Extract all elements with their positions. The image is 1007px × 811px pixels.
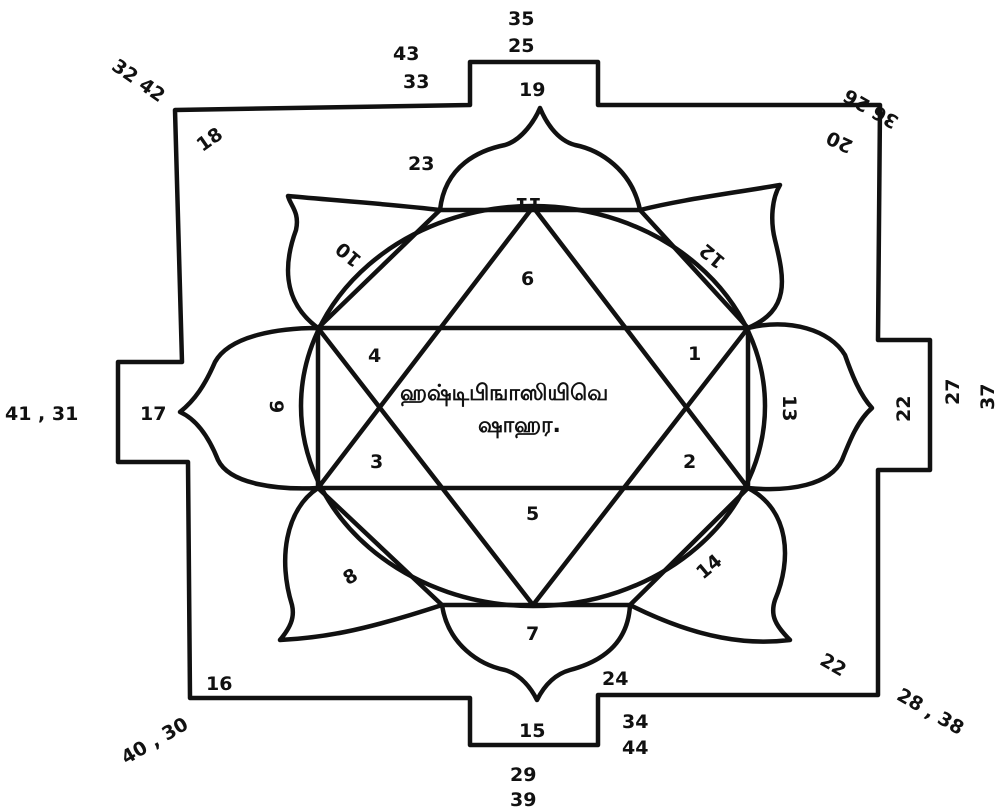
label-top-outer-a: 35 (508, 8, 534, 30)
label-top-outer-b: 25 (508, 35, 534, 57)
label-bottom-outer-b: 39 (510, 789, 536, 811)
label-left-outer: 41 , 31 (5, 403, 78, 425)
label-corner-tr-inner: 20 (823, 126, 856, 157)
label-corner-tr: 36 26 (840, 84, 903, 133)
petal-bottom-left (280, 488, 442, 640)
label-corner-tl: 32 42 (108, 55, 169, 107)
label-top-left-b: 33 (403, 71, 429, 93)
label-bottom-right-a: 34 (622, 711, 648, 733)
label-tri-tr: 1 (688, 343, 701, 365)
label-bottom-gate: 15 (519, 720, 545, 742)
label-top-left-a: 43 (393, 43, 419, 65)
label-petal-right: 13 (778, 395, 800, 421)
label-petal-left: 9 (265, 400, 287, 413)
label-left-gate: 17 (140, 403, 166, 425)
label-corner-bl-inner: 16 (206, 673, 232, 695)
center-text-line1: ஹஷ்டிபிஙாஸியிவெ (400, 381, 608, 407)
label-tri-tl: 4 (368, 345, 381, 367)
label-bottom-outer-a: 29 (510, 764, 536, 786)
label-petal-bottom: 7 (526, 623, 539, 645)
label-corner-br-inner: 22 (816, 649, 850, 681)
label-tri-bottom: 5 (526, 503, 539, 525)
petal-left (180, 328, 318, 488)
label-corner-bl: 40 , 30 (118, 713, 193, 769)
label-petal-tl-outer: 23 (408, 153, 434, 175)
label-corner-br: 28 , 38 (893, 684, 968, 740)
label-petal-top: 11 (516, 193, 542, 215)
label-tri-br: 2 (683, 451, 696, 473)
label-corner-tl-inner: 18 (193, 123, 227, 156)
central-circle (301, 206, 765, 606)
petal-top-left (288, 196, 440, 328)
label-top-gate: 19 (519, 79, 545, 101)
label-bottom-right-b: 44 (622, 737, 648, 759)
center-text-line2: ஷாஹர. (478, 413, 561, 439)
label-tri-bl: 3 (370, 451, 383, 473)
label-tri-top: 6 (521, 268, 534, 290)
label-bottom-petal-outer: 24 (602, 668, 628, 690)
label-right-outer-a: 27 (942, 379, 964, 405)
label-right-outer-b: 37 (977, 384, 999, 410)
label-right-gate: 22 (893, 396, 915, 422)
